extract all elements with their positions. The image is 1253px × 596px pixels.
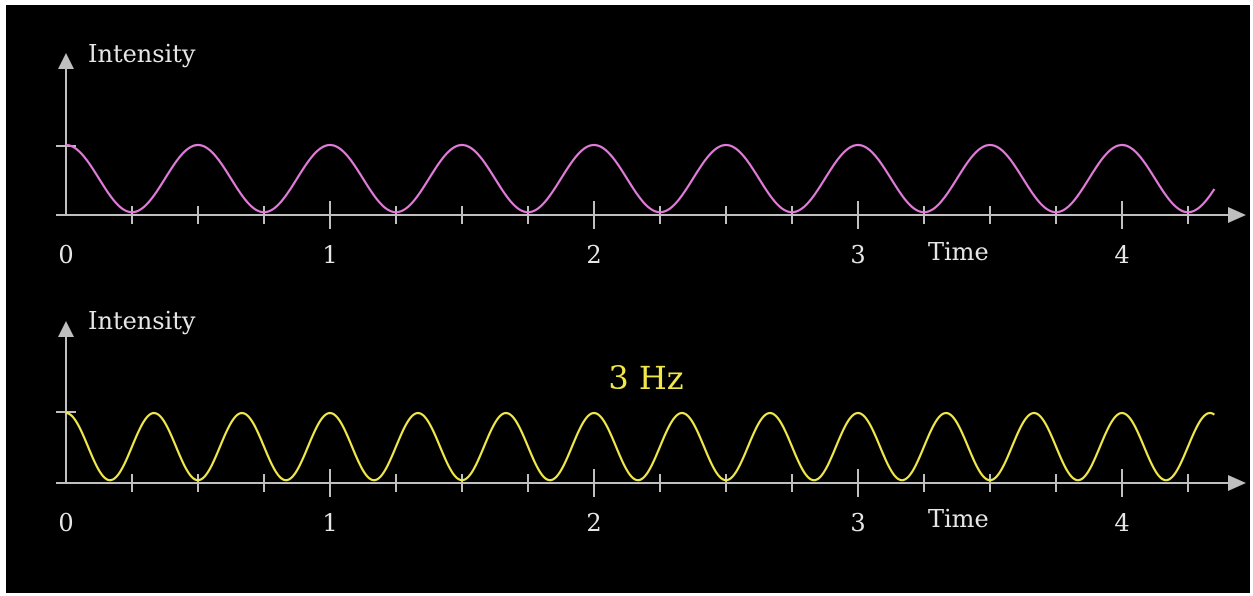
x-tick-label-2: 2 xyxy=(586,241,601,269)
x-tick-label-3: 3 xyxy=(850,241,865,269)
x-tick-label-0: 0 xyxy=(58,509,73,537)
frequency-annotation: 3 Hz xyxy=(608,359,683,397)
x-tick-label-1: 1 xyxy=(322,509,337,537)
x-ticks xyxy=(131,201,1189,229)
y-axis-title: Intensity xyxy=(88,307,196,335)
x-axis-arrow xyxy=(1228,207,1246,223)
x-tick-label-1: 1 xyxy=(322,241,337,269)
y-axis-arrow xyxy=(58,321,74,337)
chart-canvas: Intensity Time 0 1 2 3 4 Intensity Time … xyxy=(56,40,1246,537)
series-line-three-hz xyxy=(65,411,1215,482)
chart-frame: Intensity Time 0 1 2 3 4 Intensity Time … xyxy=(6,5,1250,593)
x-axis-title: Time xyxy=(928,238,989,266)
x-tick-label-2: 2 xyxy=(586,509,601,537)
x-axis-arrow xyxy=(1228,475,1246,491)
x-tick-label-0: 0 xyxy=(58,241,73,269)
x-ticks xyxy=(131,469,1189,497)
y-axis-arrow xyxy=(58,53,74,69)
x-tick-labels: 0 1 2 3 4 xyxy=(58,509,1129,537)
x-tick-labels: 0 1 2 3 4 xyxy=(58,241,1129,269)
x-axis-title: Time xyxy=(928,505,989,533)
x-tick-label-4: 4 xyxy=(1114,241,1129,269)
panel-1-two-hz: Intensity Time 0 1 2 3 4 xyxy=(56,40,1246,269)
series-line-two-hz xyxy=(65,143,1216,214)
x-tick-label-3: 3 xyxy=(850,509,865,537)
x-tick-label-4: 4 xyxy=(1114,509,1129,537)
y-axis-title: Intensity xyxy=(88,40,196,68)
panel-2-three-hz: Intensity Time 3 Hz 0 1 2 3 4 xyxy=(56,307,1246,537)
